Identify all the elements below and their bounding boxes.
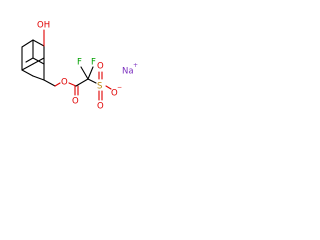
bond-cf2-f2 (87, 66, 94, 80)
fluorine-1-label: F (77, 58, 82, 68)
sodium-label: Na (122, 67, 134, 77)
sulfonyl-oxygen-bottom-label: O (97, 102, 104, 112)
sodium-charge-label: + (133, 62, 138, 69)
hydroxyl-label: OH (37, 21, 50, 31)
bond-c-cf2 (75, 78, 89, 87)
bond-cf2-f1 (80, 66, 89, 80)
bond (21, 39, 34, 48)
bond-s-o-minus (105, 85, 112, 90)
fluorine-2-label: F (91, 58, 96, 68)
bond-c-ch2 (43, 79, 56, 87)
bond (32, 75, 45, 81)
carbonyl-oxygen-label: O (72, 97, 79, 107)
sulfonate-oxygen-label: O (111, 89, 118, 99)
chemical-structure: OH O O F F S O O O − Na + (21, 21, 138, 112)
bond (32, 57, 45, 65)
bond-ch2-o (54, 82, 61, 87)
sulfur-label: S (97, 82, 102, 92)
bond (32, 39, 45, 47)
bond-cf2-s (87, 78, 97, 84)
sulfonate-charge-label: − (117, 84, 122, 91)
bond (21, 63, 34, 71)
bond (21, 69, 34, 77)
adamantane-cage (21, 39, 45, 81)
sulfonyl-oxygen-top-label: O (97, 62, 104, 72)
ester-oxygen-label: O (61, 78, 68, 88)
bond (25, 57, 34, 63)
